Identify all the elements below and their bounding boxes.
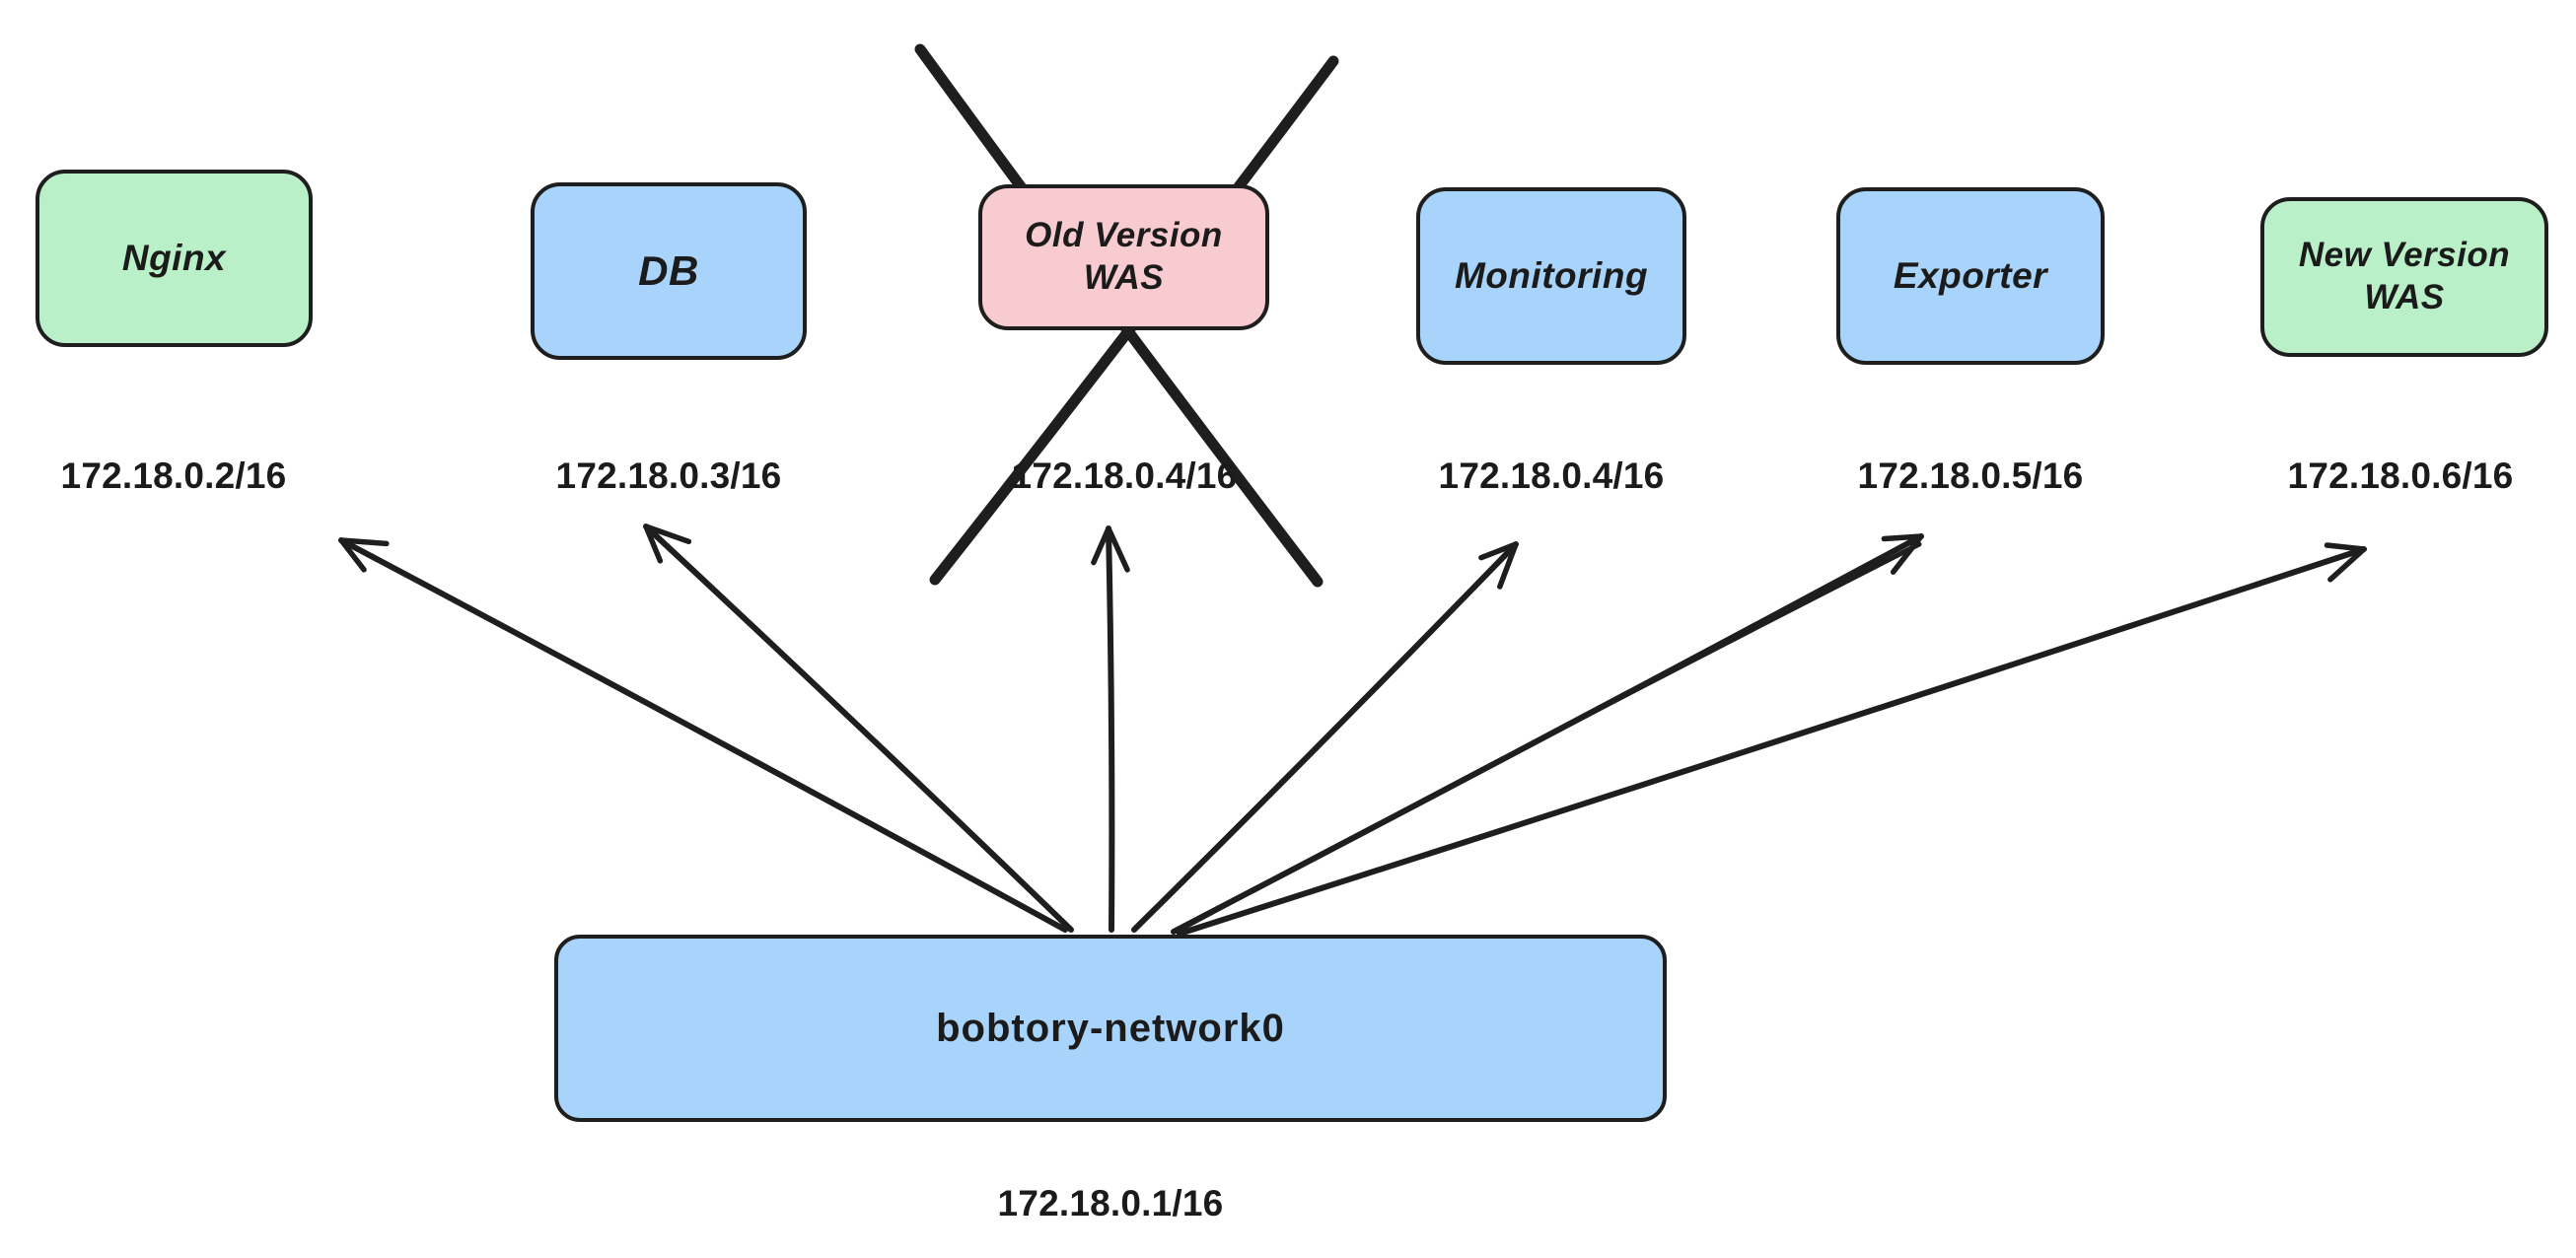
- edge-network-to-old-was-arrowhead: [1091, 525, 1130, 573]
- edge-network-to-exporter: [1171, 533, 1924, 935]
- ip-label-exporter: 172.18.0.5/16: [1857, 455, 2084, 496]
- edge-network-to-new-was-arrowhead: [2324, 542, 2367, 583]
- node-label-old-version-was: Old Version WAS: [1025, 216, 1223, 297]
- node-label-monitoring: Monitoring: [1454, 255, 1649, 297]
- node-monitoring[interactable]: Monitoring: [1416, 187, 1686, 365]
- edge-network-to-exporter-arrowhead: [1881, 533, 1924, 575]
- ip-label-nginx: 172.18.0.2/16: [60, 455, 287, 496]
- node-label-exporter: Exporter: [1893, 255, 2048, 297]
- edge-network-to-db: [643, 524, 1074, 933]
- node-old-version-was[interactable]: Old Version WAS: [978, 184, 1269, 330]
- ip-label-monitoring: 172.18.0.4/16: [1438, 455, 1665, 496]
- edge-network-to-nginx-arrowhead: [338, 537, 390, 573]
- edge-network-to-monitoring-arrowhead: [1478, 541, 1519, 590]
- node-nginx[interactable]: Nginx: [36, 170, 313, 347]
- ip-label-old-version-was: 172.18.0.4/16: [1011, 455, 1238, 496]
- node-label-nginx: Nginx: [121, 238, 227, 279]
- ip-label-bobtory-network0: 172.18.0.1/16: [997, 1183, 1224, 1223]
- ip-label-db: 172.18.0.3/16: [555, 455, 782, 496]
- node-bobtory-network0[interactable]: bobtory-network0: [554, 935, 1667, 1122]
- node-label-bobtory-network0: bobtory-network0: [936, 1006, 1285, 1050]
- node-db[interactable]: DB: [531, 182, 807, 360]
- ip-label-new-version-was: 172.18.0.6/16: [2287, 455, 2514, 496]
- edge-network-to-new-was: [1177, 546, 2367, 937]
- edge-network-to-exporter-second-stroke: [1177, 541, 1922, 933]
- edge-network-to-monitoring: [1131, 541, 1519, 933]
- edge-network-to-nginx: [338, 537, 1068, 933]
- edge-network-to-old-was: [1106, 525, 1115, 933]
- node-label-new-version-was: New Version WAS: [2298, 236, 2511, 316]
- node-label-db: DB: [638, 247, 699, 295]
- edge-network-to-db-arrowhead: [643, 524, 692, 564]
- node-new-version-was[interactable]: New Version WAS: [2260, 197, 2548, 357]
- node-exporter[interactable]: Exporter: [1836, 187, 2105, 365]
